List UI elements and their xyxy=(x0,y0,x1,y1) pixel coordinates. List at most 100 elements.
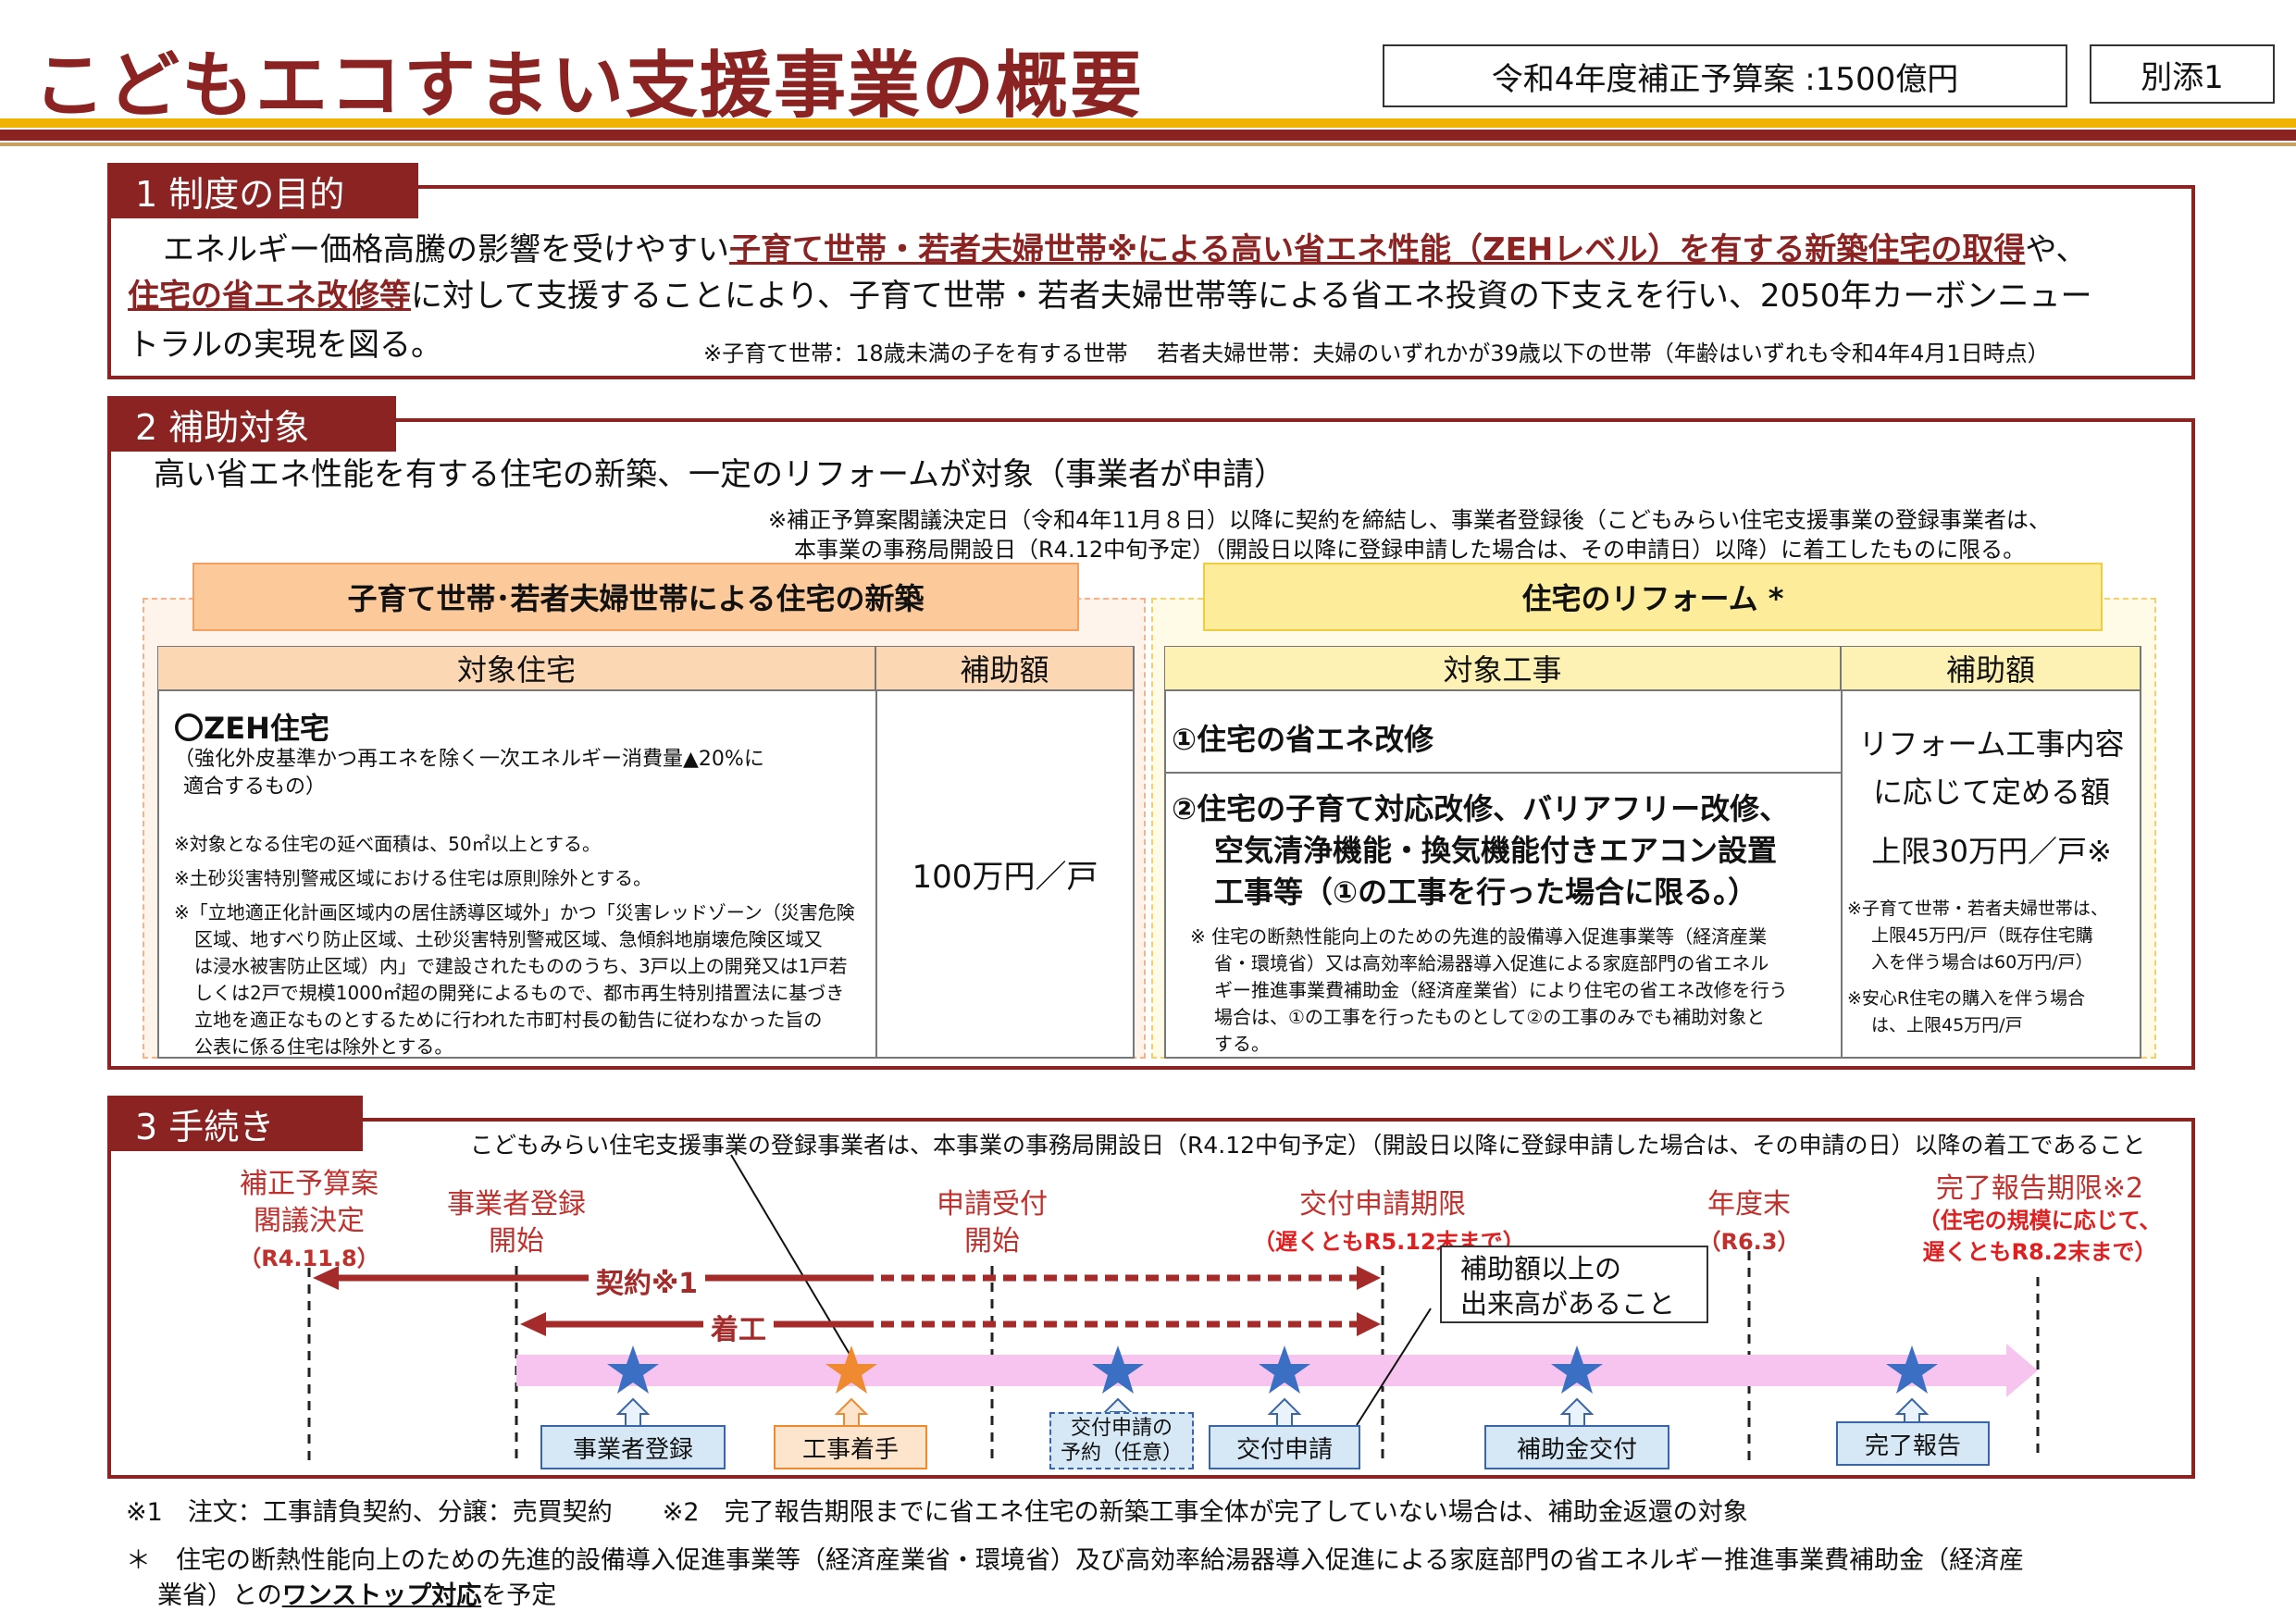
purpose-line-1: エネルギー価格高騰の影響を受けやすい子育て世帯・若者夫婦世帯※による高い省エネ性… xyxy=(163,227,2087,274)
reform-col-work: 対象工事 xyxy=(1165,647,1842,691)
step-construction-start: 工事着手 xyxy=(774,1425,927,1469)
milestone-registration: 事業者登録 開始 xyxy=(424,1186,609,1260)
callout-pointer xyxy=(1356,1308,1432,1426)
star-application xyxy=(1259,1345,1310,1394)
purpose-text-1a: エネルギー価格高騰の影響を受けやすい xyxy=(163,231,729,268)
reform-amount-1: リフォーム工事内容 xyxy=(1858,726,2125,762)
purpose-note: ※子育て世帯：18歳未満の子を有する世帯 若者夫婦世帯：夫婦のいずれかが39歳以… xyxy=(703,341,2050,366)
reform-amount-note-2: 上限45万円/戸（既存住宅購 xyxy=(1871,925,2093,946)
page-title: こどもエコすまい支援事業の概要 xyxy=(33,44,1145,128)
milestone-acceptance: 申請受付 開始 xyxy=(900,1186,1085,1260)
reform-amount-note-3: 入を伴う場合は60万円/戸） xyxy=(1871,952,2093,973)
contract-label: 契約※1 xyxy=(589,1260,706,1301)
new-home-notes: ※対象となる住宅の延べ面積は、50㎡以上とする。 ※土砂災害特別警戒区域における… xyxy=(174,831,868,1060)
zeh-title: 〇ZEH住宅 xyxy=(174,711,329,746)
milestone-report-1: 完了報告期限※2 xyxy=(1935,1172,2144,1205)
reform-amount-notes: ※子育て世帯・若者夫婦世帯は、 上限45万円/戸（既存住宅購 入を伴う場合は60… xyxy=(1847,896,2108,1039)
reform-amount-note-5: は、上限45万円/戸 xyxy=(1871,1015,2023,1035)
footer-note-2: ＊ 住宅の断熱性能向上のための先進的設備導入促進事業等（経済産業省・環境省）及び… xyxy=(126,1546,2025,1575)
milestone-deadline-1: 交付申請期限 xyxy=(1299,1188,1466,1221)
new-home-table xyxy=(157,646,1135,1059)
callout-box: 補助額以上の 出来高があること xyxy=(1440,1246,1708,1323)
new-home-note-3f: 公表に係る住宅は除外とする。 xyxy=(194,1035,453,1058)
new-home-note-3d: しくは2戸で規模1000㎡超の開発によるもので、都市再生特別措置法に基づき xyxy=(194,982,845,1004)
milestone-report-3: 遅くともR8.2末まで） xyxy=(1922,1239,2157,1265)
zeh-desc-2: 適合するもの） xyxy=(183,775,327,799)
new-home-note-3e: 立地を適正なものとするために行われた市町村長の勧告に従わなかった旨の xyxy=(194,1009,823,1031)
star-report xyxy=(1886,1345,1938,1394)
reform-work-1: ①住宅の省エネ改修 xyxy=(1172,722,1434,757)
new-home-header: 子育て世帯･若者夫婦世帯による住宅の新築 xyxy=(192,563,1079,631)
new-home-col-target: 対象住宅 xyxy=(158,647,876,691)
reform-col-divider xyxy=(1841,691,1843,1058)
section-target-tab: 2 補助対象 xyxy=(107,396,396,452)
milestone-fiscal-end-2: （R6.3） xyxy=(1698,1229,1800,1255)
purpose-highlight-renovation: 住宅の省エネ改修等 xyxy=(128,278,411,315)
reform-header: 住宅のリフォーム * xyxy=(1203,563,2103,631)
purpose-line-3: トラルの実現を図る。 xyxy=(128,327,442,364)
zeh-description: （強化外皮基準かつ再エネを除く一次エネルギー消費量▲20%に 適合するもの） xyxy=(174,746,764,801)
new-home-note-3b: 区域、地すべり防止区域、土砂災害特別警戒区域、急傾斜地崩壊危険区域又 xyxy=(194,928,823,950)
reform-work-2a: ②住宅の子育て対応改修、バリアフリー改修、 xyxy=(1172,791,1790,826)
step-reservation-2: 予約（任意） xyxy=(1060,1442,1183,1465)
reform-amount-note-4: ※安心R住宅の購入を伴う場合 xyxy=(1847,988,2086,1009)
star-reservation xyxy=(1092,1345,1144,1394)
reform-work-2: ②住宅の子育て対応改修、バリアフリー改修、 空気清浄機能・換気機能付きエアコン設… xyxy=(1172,788,1789,913)
reform-row-divider xyxy=(1165,772,1841,774)
callout-line-2: 出来高があること xyxy=(1460,1288,1676,1320)
reform-amount: リフォーム工事内容 に応じて定める額 上限30万円／戸※ xyxy=(1843,720,2140,875)
reform-col-amount: 補助額 xyxy=(1842,647,2140,691)
procedure-top-note: こどもみらい住宅支援事業の登録事業者は、本事業の事務局開設日（R4.12中旬予定… xyxy=(470,1132,2146,1159)
milestone-registration-2: 開始 xyxy=(489,1225,544,1258)
step-grant: 補助金交付 xyxy=(1484,1425,1669,1469)
reform-note-2: 省・環境省）又は高効率給湯器導入促進による家庭部門の省エネル xyxy=(1214,952,1769,974)
step-reservation: 交付申請の 予約（任意） xyxy=(1049,1412,1194,1469)
construction-arrow-head xyxy=(520,1312,546,1336)
reform-amount-2: に応じて定める額 xyxy=(1872,775,2110,810)
new-home-amount: 100万円／戸 xyxy=(912,859,1098,896)
reform-amount-note-1: ※子育て世帯・若者夫婦世帯は、 xyxy=(1847,899,2108,919)
reform-note-3: ギー推進事業費補助金（経済産業省）により住宅の省エネ改修を行う xyxy=(1214,979,1788,1001)
reform-table xyxy=(1164,646,2141,1059)
reform-amount-cap: 上限30万円／戸※ xyxy=(1871,834,2112,869)
new-home-note-3c: は浸水被害防止区域）内」で建設されたもののうち、3戸以上の開発又は1戸若 xyxy=(194,955,848,977)
section-purpose-tab: 1 制度の目的 xyxy=(107,163,418,218)
step-application: 交付申請 xyxy=(1209,1425,1360,1469)
purpose-line-2: 住宅の省エネ改修等に対して支援することにより、子育て世帯・若者夫婦世帯等による省… xyxy=(128,273,2091,320)
section-purpose-box xyxy=(107,185,2195,379)
milestone-fiscal-end-1: 年度末 xyxy=(1707,1188,1791,1221)
milestone-report-2: （住宅の規模に応じて、 xyxy=(1917,1208,2162,1233)
target-lead: 高い省エネ性能を有する住宅の新築、一定のリフォームが対象（事業者が申請） xyxy=(154,456,1285,493)
annex-label: 別添1 xyxy=(2090,44,2275,104)
milestone-acceptance-2: 開始 xyxy=(964,1225,1020,1258)
reform-note-1: ※ 住宅の断熱性能向上のための先進的設備導入促進事業等（経済産業 xyxy=(1190,925,1768,948)
section-target-box xyxy=(107,418,2195,1070)
contract-arrow-head xyxy=(313,1266,339,1290)
purpose-text-1c: や、 xyxy=(2025,231,2088,268)
section-procedure-box xyxy=(107,1118,2195,1479)
target-note-2: 本事業の事務局開設日（R4.12中旬予定）（開設日以降に登録申請した場合は、その… xyxy=(794,537,2026,563)
new-home-col-divider xyxy=(875,691,877,1058)
star-registration xyxy=(607,1345,659,1394)
purpose-highlight-new-homes: 子育て世帯・若者夫婦世帯※による高い省エネ性能（ZEHレベル）を有する新築住宅の… xyxy=(729,231,2026,268)
timeline-bar xyxy=(516,1355,2006,1386)
milestone-cabinet-1: 補正予算案 xyxy=(240,1168,379,1200)
footer-one-stop: ワンストップ対応 xyxy=(281,1581,482,1610)
purpose-text-2b: に対して支援することにより、子育て世帯・若者夫婦世帯等による省エネ投資の下支えを… xyxy=(411,278,2092,315)
footer-note-3c: を予定 xyxy=(481,1581,557,1610)
milestone-acceptance-1: 申請受付 xyxy=(937,1188,1048,1221)
construction-label: 着工 xyxy=(703,1307,774,1347)
step-report: 完了報告 xyxy=(1836,1421,1990,1466)
zeh-desc-1: （強化外皮基準かつ再エネを除く一次エネルギー消費量▲20%に xyxy=(174,748,764,771)
new-home-note-3a: ※「立地適正化計画区域内の居住誘導区域外」かつ「災害レッドゾーン（災害危険 xyxy=(174,901,855,924)
step-reservation-1: 交付申請の xyxy=(1070,1417,1173,1440)
section-procedure-tab: 3 手続き xyxy=(107,1096,363,1151)
reform-note-5: する。 xyxy=(1214,1033,1270,1055)
milestone-deadline: 交付申請期限 （遅くともR5.12末まで） xyxy=(1253,1186,1525,1260)
milestone-cabinet-2: 閣議決定 xyxy=(254,1205,365,1237)
milestone-registration-1: 事業者登録 xyxy=(447,1188,586,1221)
contract-arrow-tail-head xyxy=(1357,1266,1381,1290)
footer-note-3a: 業省）との xyxy=(157,1581,282,1610)
milestone-report: 完了報告期限※2 （住宅の規模に応じて、 遅くともR8.2末まで） xyxy=(1906,1173,2173,1268)
footer-note-1: ※1 注文：工事請負契約、分譲：売買契約 ※2 完了報告期限までに省エネ住宅の新… xyxy=(126,1498,1748,1527)
